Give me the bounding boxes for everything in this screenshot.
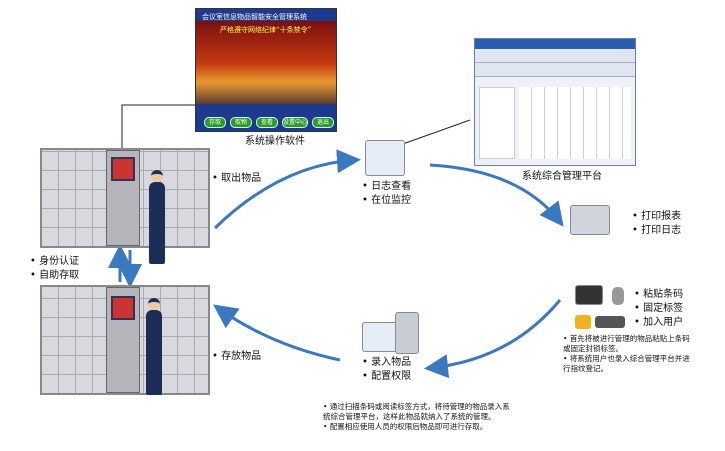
monitor-device-icon — [365, 140, 405, 176]
software-screenshot: 会议室信息物品智能安全管理系统 严格遵守网络纪律“十条禁令” 存取 取物 查看 … — [195, 8, 337, 132]
computer-icon — [362, 322, 398, 352]
entry-notes: • 通过扫描条码或阅读标签方式，将待管理的物品录入系统综合管理平台，这样此物品就… — [323, 402, 510, 431]
printer-icon — [570, 205, 610, 235]
guard-figure — [146, 310, 162, 395]
barcode-notes: • 首先将被进行管理的物品粘贴上条码或固定封锁标签。 • 将系统用户也录入综合管… — [563, 334, 690, 373]
screen-button: 存取 — [204, 117, 226, 128]
arrow-barcode-to-entry — [424, 299, 562, 379]
screen-button: 设置中心 — [282, 117, 308, 128]
users-icon — [595, 316, 625, 328]
guard-figure — [149, 182, 165, 264]
platform-screenshot — [474, 38, 636, 166]
left-labels: • 身份认证 • 自助存取 — [30, 256, 80, 281]
tag-icon — [575, 315, 591, 329]
platform-caption: 系统综合管理平台 — [522, 171, 602, 182]
locker-kiosk — [106, 287, 140, 393]
fingerprint-icon — [612, 287, 624, 305]
arrow-monitor-to-printer — [429, 163, 564, 227]
server-icon — [395, 312, 419, 354]
arrow-locker-to-monitor — [213, 149, 361, 230]
arrow-entry-to-locker — [213, 304, 341, 362]
barcode-printer-icon — [575, 285, 603, 305]
software-caption: 系统操作软件 — [245, 136, 305, 147]
locker-kiosk — [106, 150, 140, 246]
screen-button: 取物 — [230, 117, 252, 128]
screen-button: 查看 — [256, 117, 278, 128]
connector-line — [121, 104, 195, 148]
screen-button: 退出 — [312, 117, 334, 128]
